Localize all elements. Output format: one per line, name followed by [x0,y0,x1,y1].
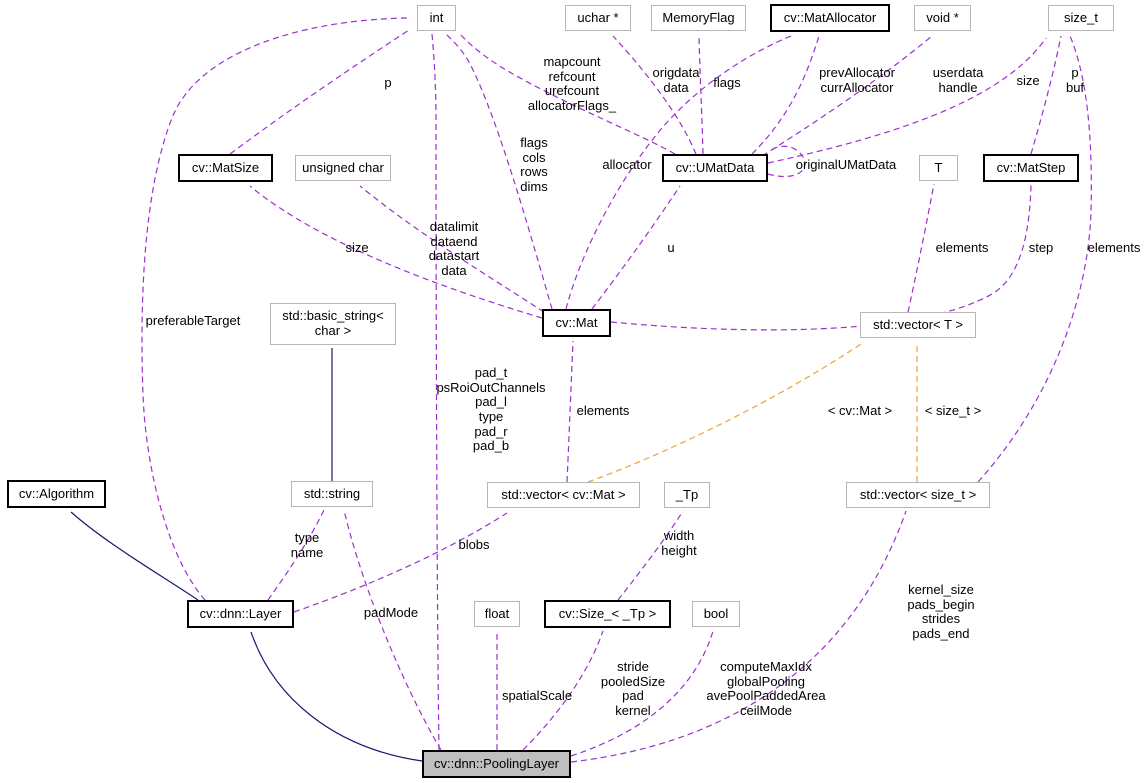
node-cv-algorithm[interactable]: cv::Algorithm [7,480,106,508]
edge-umatdata-int [459,33,676,155]
edge-mat-unsignedchar [359,185,545,313]
edge-vectormat-vectort [587,341,865,483]
edge-label-allocator: allocator [602,157,652,172]
edge-layer-int [141,17,408,601]
node-int[interactable]: int [417,5,456,31]
edge-label-stride-group: stride pooledSize pad kernel [600,659,666,719]
node-cv-matallocator[interactable]: cv::MatAllocator [770,4,890,32]
node-memoryflag[interactable]: MemoryFlag [651,5,746,31]
edge-label-preferabletarget: preferableTarget [145,313,241,328]
edge-mat-int [445,33,553,310]
edge-label-pad-group: pad_t psRoiOutChannels pad_l type pad_r … [436,365,546,454]
node-tp[interactable]: _Tp [664,482,710,508]
edge-vectort-t [907,183,935,313]
edge-umatdata-ucharptr [612,35,697,155]
node-cv-dnn-layer[interactable]: cv::dnn::Layer [187,600,294,628]
node-uchar-ptr[interactable]: uchar * [565,5,631,31]
node-std-basic-string[interactable]: std::basic_string< char > [270,303,396,345]
edge-label-type-name: type name [290,530,324,560]
edge-label-datalimit: datalimit dataend datastart data [428,219,480,279]
node-cv-umatdata[interactable]: cv::UMatData [662,154,768,182]
edge-label-kernel-size-group: kernel_size pads_begin strides pads_end [907,582,975,642]
edge-layer-vectormat [293,512,508,613]
edge-label-step: step [1028,240,1054,255]
node-std-vector-t[interactable]: std::vector< T > [860,312,976,338]
edge-matsize-int [229,29,410,155]
edge-label-template-sizet: < size_t > [924,403,982,418]
edge-mat-matstep [610,183,1032,331]
edge-label-mapcount-refcount: mapcount refcount urefcount allocatorFla… [527,54,617,114]
node-unsigned-char[interactable]: unsigned char [295,155,391,181]
edge-umatdata-sizet [767,37,1047,164]
edge-umatdata-memoryflag [698,35,704,155]
node-std-string[interactable]: std::string [291,481,373,507]
edge-matstep-sizet [1030,35,1062,155]
edge-umatdata-voidptr [761,35,933,157]
edge-umatdata-matallocator [751,35,820,155]
edge-umatdata-self [767,145,806,178]
edge-label-computemaxidx-group: computeMaxIdx globalPooling avePoolPadde… [706,659,826,719]
node-std-vector-sizet[interactable]: std::vector< size_t > [846,482,990,508]
edge-poolinglayer-stdstring [343,509,442,751]
edge-poolinglayer-bool [570,630,714,757]
edge-label-p-buf: p buf [1065,65,1085,95]
edge-label-elements-t: elements [935,240,989,255]
edge-sizetp-tp [617,510,684,601]
edge-poolinglayer-vectorsizet [570,510,907,763]
edge-poolinglayer-int [431,33,440,751]
node-void-ptr[interactable]: void * [914,5,971,31]
edge-label-size-umat: size [1016,73,1040,88]
node-cv-matsize[interactable]: cv::MatSize [178,154,273,182]
edge-label-flags-cols-rows-dims: flags cols rows dims [520,135,548,195]
edge-label-width-height: width height [661,528,697,558]
edge-label-u: u [667,240,675,255]
edge-label-size-mat: size [345,240,369,255]
edge-label-elements-mat: elements [576,403,630,418]
edge-vectorsizet-sizet [977,35,1092,483]
node-cv-dnn-poolinglayer[interactable]: cv::dnn::PoolingLayer [422,750,571,778]
edge-layer-stdstring [267,509,325,601]
node-cv-matstep[interactable]: cv::MatStep [983,154,1079,182]
node-t[interactable]: T [919,155,958,181]
edge-label-flags: flags [713,75,741,90]
edge-label-originalumatdata: originalUMatData [795,157,897,172]
edge-layer-algorithm [70,511,199,601]
edge-label-template-cvmat: < cv::Mat > [827,403,893,418]
edge-label-p: p [384,75,392,90]
node-std-vector-cvmat[interactable]: std::vector< cv::Mat > [487,482,640,508]
node-bool[interactable]: bool [692,601,740,627]
node-cv-mat[interactable]: cv::Mat [542,309,611,337]
node-float[interactable]: float [474,601,520,627]
edge-label-blobs: blobs [458,537,490,552]
edge-vectormat-mat [566,340,574,483]
edge-label-prevallocator: prevAllocator currAllocator [819,65,895,95]
edge-poolinglayer-layer [250,631,423,762]
edge-label-spatialscale: spatialScale [501,688,573,703]
edge-label-elements-sizet: elements [1087,240,1141,255]
edge-mat-umatdata [591,185,681,310]
edge-label-userdata-handle: userdata handle [932,65,984,95]
edge-mat-matsize [249,185,543,319]
edge-label-origdata-data: origdata data [652,65,700,95]
node-size-t[interactable]: size_t [1048,5,1114,31]
edge-label-padmode: padMode [363,605,419,620]
node-cv-size-tp[interactable]: cv::Size_< _Tp > [544,600,671,628]
